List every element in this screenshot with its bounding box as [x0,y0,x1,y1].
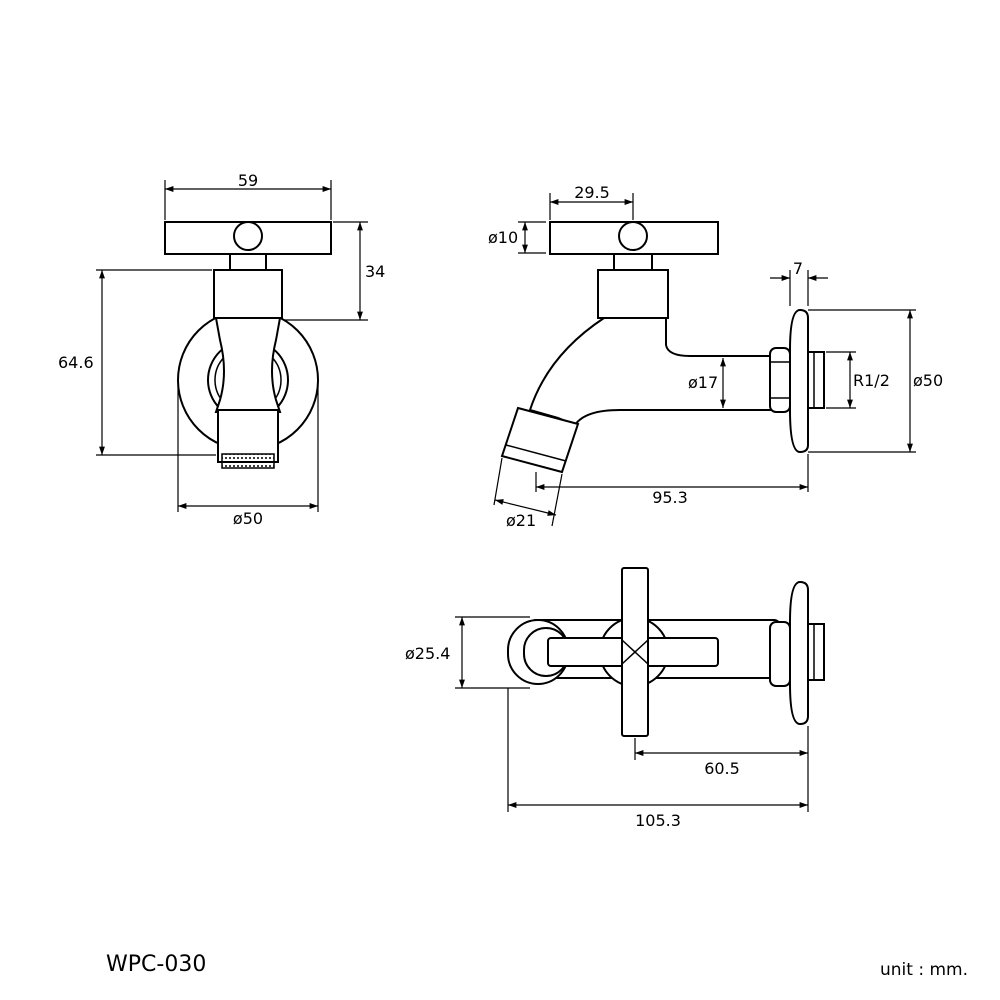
model-number: WPC-030 [106,952,207,977]
dim-handle-offset: 29.5 [574,183,610,202]
dim-handle-width: 59 [238,171,258,190]
dim-thread: R1/2 [853,371,890,390]
dim-body-diameter: ø25.4 [405,644,450,663]
dim-projection: 95.3 [652,488,688,507]
dim-front-flange-diameter: ø50 [233,509,263,528]
dim-pipe-diameter: ø17 [688,373,718,392]
dim-spindle-diameter: ø10 [488,228,518,247]
dim-flange-thickness: 7 [793,259,803,278]
dim-side-flange-diameter: ø50 [913,371,943,390]
dim-overall-length: 105.3 [635,811,681,830]
dim-handle-to-wall: 60.5 [704,759,740,778]
dim-outlet-diameter: ø21 [506,511,536,530]
unit-label: unit : mm. [880,960,968,980]
front-view [96,180,368,512]
top-view [455,567,825,812]
dim-handle-height: 34 [365,262,385,281]
side-view [493,193,916,527]
dim-body-height: 64.6 [58,353,94,372]
